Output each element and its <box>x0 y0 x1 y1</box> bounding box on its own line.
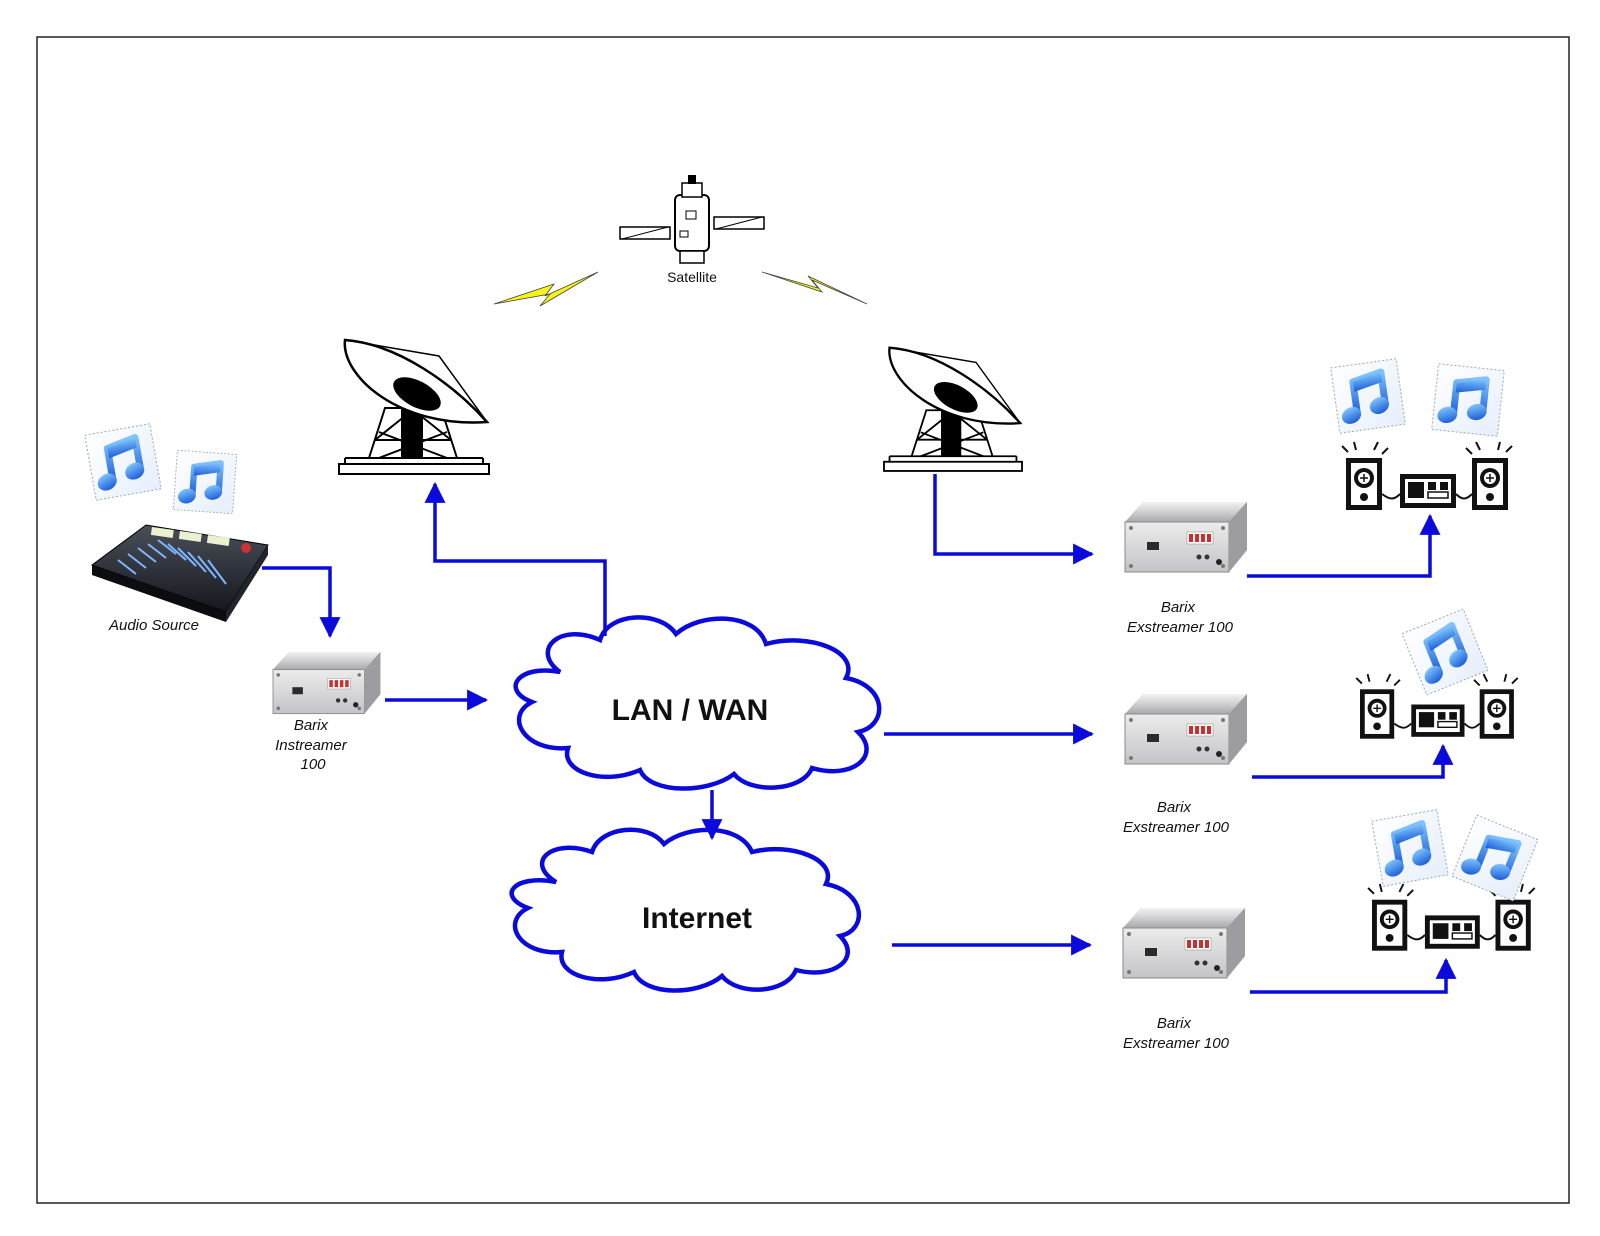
connector-exstreamer-3-to-stereo <box>1250 957 1457 994</box>
music-note-icon <box>1432 364 1505 437</box>
streamer-device-icon <box>1124 501 1248 573</box>
streamer-device-icon <box>1124 693 1248 765</box>
music-note-icon <box>85 424 161 500</box>
lan-wan-label: LAN / WAN <box>612 694 769 727</box>
connector-exstreamer-1-to-stereo <box>1247 513 1441 578</box>
connector-lan-to-dish <box>424 481 607 636</box>
satellite-icon <box>619 175 765 264</box>
satellite-label: Satellite <box>667 269 717 285</box>
connector-exstreamer-2-to-stereo <box>1252 743 1454 779</box>
instreamer-label-line-1: Barix <box>294 717 329 734</box>
exstreamer-2-line-1: Barix <box>1157 799 1192 816</box>
satellite-dish-icon <box>882 346 1024 473</box>
lightning-icon <box>493 271 599 307</box>
internet-label: Internet <box>642 902 752 935</box>
exstreamer-label-2: Barix Exstreamer 100 <box>1123 799 1230 836</box>
instreamer-label: Barix Instreamer 100 <box>275 717 351 773</box>
audio-source-label: Audio Source <box>108 617 199 634</box>
stereo-speakers-icon <box>1341 441 1513 511</box>
streamer-device-icon <box>272 651 381 715</box>
mixing-console-icon <box>90 524 269 622</box>
music-note-icon <box>1452 815 1538 901</box>
satellite-dish-icon <box>337 338 491 476</box>
lan-wan-cloud <box>513 615 882 791</box>
streamer-device-icon <box>1122 907 1246 979</box>
exstreamer-2-line-2: Exstreamer 100 <box>1123 819 1230 836</box>
instreamer-label-line-2: Instreamer <box>275 737 348 754</box>
music-note-icon <box>173 450 236 513</box>
exstreamer-1-line-2: Exstreamer 100 <box>1127 619 1234 636</box>
connector-console-to-instreamer <box>262 566 341 639</box>
diagram-frame <box>36 36 1570 1204</box>
internet-cloud <box>509 827 862 993</box>
lightning-icon <box>761 271 868 305</box>
exstreamer-1-line-1: Barix <box>1161 599 1196 616</box>
exstreamer-label-1: Barix Exstreamer 100 <box>1127 599 1234 636</box>
exstreamer-label-3: Barix Exstreamer 100 <box>1123 1015 1230 1052</box>
connector-dish-to-exstreamer-1 <box>933 474 1095 565</box>
music-note-icon <box>1331 359 1406 434</box>
exstreamer-3-line-1: Barix <box>1157 1015 1192 1032</box>
music-note-icon <box>1372 810 1448 886</box>
instreamer-label-line-3: 100 <box>300 756 326 773</box>
exstreamer-3-line-2: Exstreamer 100 <box>1123 1035 1230 1052</box>
